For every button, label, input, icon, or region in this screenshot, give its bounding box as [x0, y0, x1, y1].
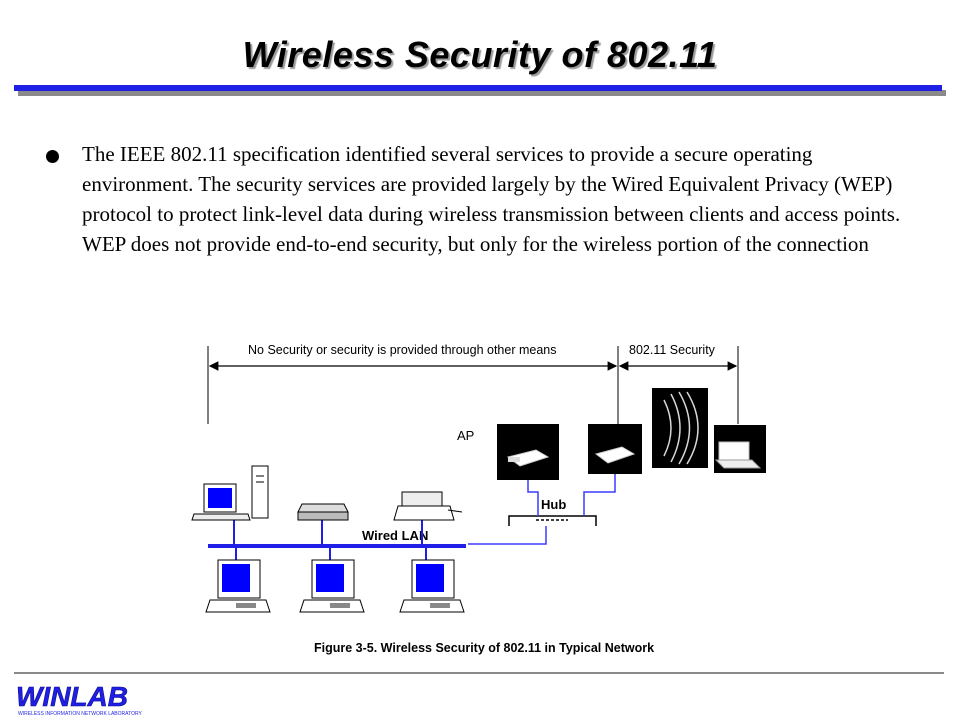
- ap-label: AP: [457, 428, 474, 443]
- winlab-logo: WINLAB WIRELESS INFORMATION NETWORK LABO…: [16, 681, 143, 717]
- logo-wordmark: WINLAB: [16, 681, 128, 712]
- figure-caption: Figure 3-5. Wireless Security of 802.11 …: [314, 641, 654, 655]
- bullet-text: The IEEE 802.11 specification identified…: [82, 142, 901, 256]
- radio-waves-icon: [663, 391, 699, 465]
- lan-drops: [233, 520, 427, 560]
- bullet-dot: [46, 150, 59, 163]
- no-security-label: No Security or security is provided thro…: [248, 343, 556, 357]
- laptop-icon: [714, 441, 762, 469]
- access-point-2-icon: [594, 446, 636, 464]
- wired-lan-label: Wired LAN: [362, 528, 428, 543]
- ap-hub-links: [468, 474, 616, 545]
- client-pc-1-icon: [205, 559, 271, 613]
- client-pc-3-icon: [399, 559, 465, 613]
- network-diagram: No Security or security is provided thro…: [191, 343, 766, 655]
- printer-icon: [393, 491, 463, 521]
- security-label: 802.11 Security: [629, 343, 716, 357]
- slide-title: Wireless Security of 802.11: [242, 34, 718, 75]
- footer-rule: [14, 672, 944, 674]
- hub-icon: [508, 515, 597, 526]
- switch-icon: [297, 503, 349, 521]
- title-rule-shadow: [18, 90, 946, 96]
- hub-label: Hub: [541, 497, 566, 512]
- client-pc-2-icon: [299, 559, 365, 613]
- title-rule: [14, 85, 942, 91]
- logo-tagline: WIRELESS INFORMATION NETWORK LABORATORY: [18, 711, 142, 717]
- server-workstation-icon: [191, 465, 269, 521]
